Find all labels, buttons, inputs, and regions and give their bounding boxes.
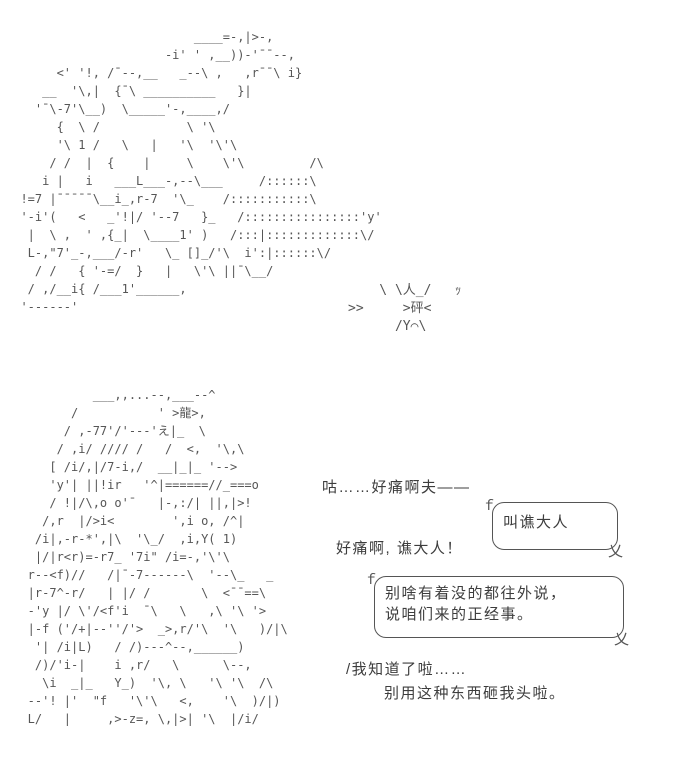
top-figure-ascii-art: ____=-,|>-, -i' ' ,__))-'¯¯--, <' '!, /¯…	[20, 30, 382, 314]
bubble2-tail-top-glyph: ｆ	[364, 572, 378, 588]
impact-sfx-ascii-art: \ \人_/ ｯ >> >砰< /Y⌒\	[348, 283, 462, 334]
speech-bubble-1: ｆ 叫谯大人 乂	[482, 498, 623, 560]
dialogue-line-3: /我知道了啦……	[346, 661, 468, 678]
dialogue-line-4: 别用这种东西砸我头啦。	[384, 685, 566, 702]
dialogue-line-2: 好痛啊, 谯大人！	[336, 540, 463, 557]
bubble2-text-line-2: 说咱们来的正经事。	[385, 606, 534, 623]
speech-bubble-2: ｆ 别啥有着没的都往外说， 说咱们来的正经事。 乂	[364, 572, 629, 648]
bubble1-tail-top-glyph: ｆ	[482, 498, 496, 514]
bubble1-tail-bottom-glyph: 乂	[607, 542, 623, 560]
bubble1-text: 叫谯大人	[503, 514, 570, 531]
bottom-figure-ascii-art: ___,,...--,___--^ / ' >龍>, / ,-77'/'---'…	[27, 388, 288, 726]
bubble2-tail-bottom-glyph: 乂	[613, 630, 629, 648]
bubble2-text-line-1: 别啥有着没的都往外说，	[385, 585, 567, 602]
dialogue-line-1: 咕……好痛啊夫――	[322, 479, 471, 496]
